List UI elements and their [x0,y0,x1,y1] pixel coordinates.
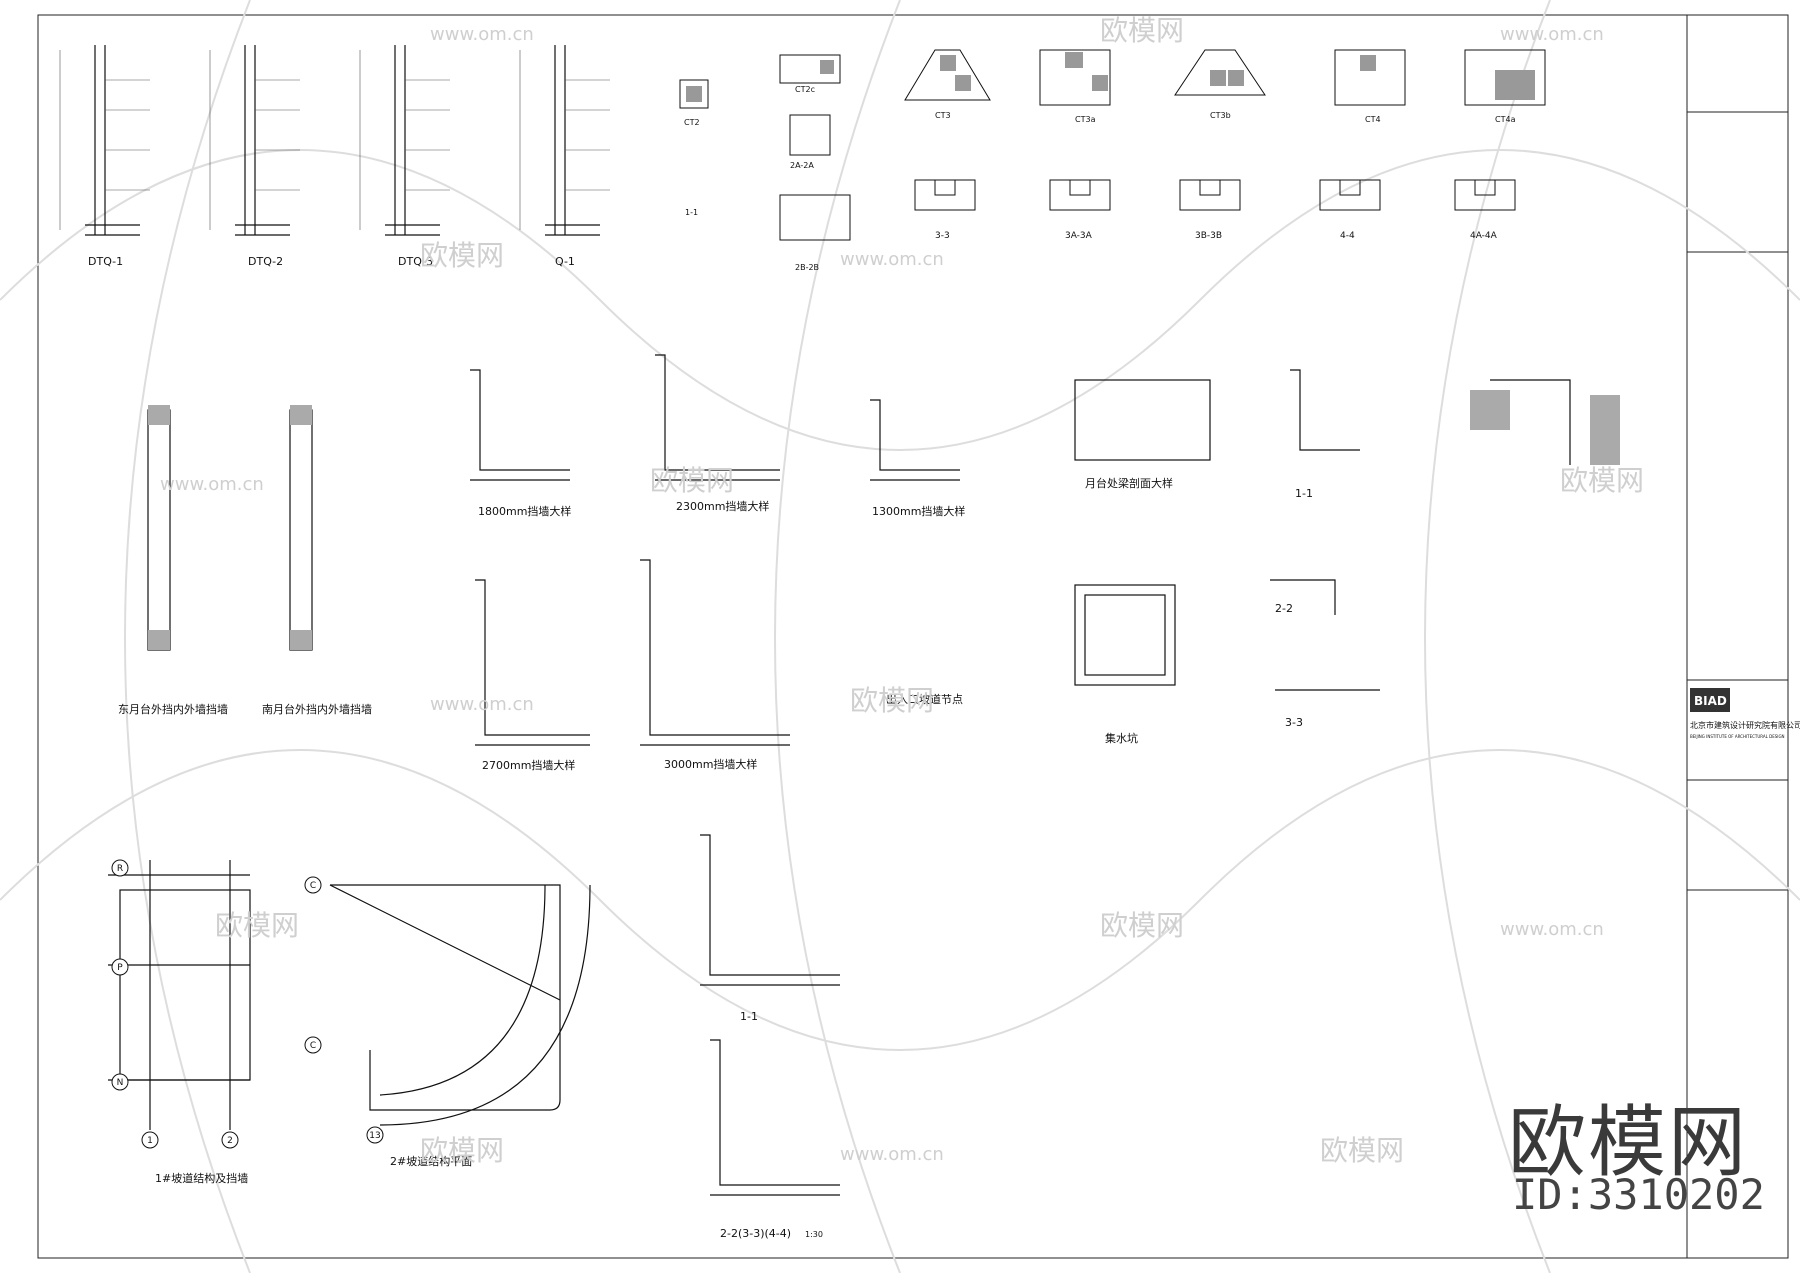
axis-13: 13 [369,1131,380,1141]
watermark-brand: 欧模网 [420,1134,504,1167]
label-wall2700: 2700mm挡墙大样 [482,758,575,772]
label-sec1: 1-1 [685,208,698,217]
label-dock: 出入口坡道节点 [886,692,963,706]
label-wall3000: 3000mm挡墙大样 [664,757,757,771]
watermark-brand: 欧模网 [1560,464,1644,497]
axis-p: P [117,963,123,973]
watermark-corner-brand: 欧模网 [1508,1098,1749,1188]
watermark-brand: 欧模网 [1320,1134,1404,1167]
label-wall2300: 2300mm挡墙大样 [676,499,769,513]
label-sec22a: 2-2 [1275,602,1293,615]
label-dtq2: DTQ-2 [248,255,283,268]
axis-c2: C [310,1041,316,1051]
watermark-site: www.om.cn [1500,919,1604,940]
label-sec11a: 1-1 [1295,487,1313,500]
watermark-brand: 欧模网 [1100,909,1184,942]
label-sec2a: 2A-2A [790,161,814,170]
titleblock-company-cn: 北京市建筑设计研究院有限公司 [1690,720,1800,730]
axis-2: 2 [227,1136,233,1146]
label-sec2b: 2B-2B [795,263,819,272]
axis-r: R [117,864,123,874]
watermark-site: www.om.cn [430,24,534,45]
label-q1: Q-1 [555,255,575,268]
label-pit: 集水坑 [1105,731,1138,745]
label-sec22b: 2-2(3-3)(4-4) [720,1227,791,1240]
label-dtq1: DTQ-1 [88,255,123,268]
watermark-site: www.om.cn [160,474,264,495]
label-wall1800: 1800mm挡墙大样 [478,504,571,518]
label-sec33a: 3-3 [1285,716,1303,729]
label-ct2: CT2 [684,118,700,127]
watermark-brand: 欧模网 [215,909,299,942]
label-ramp1: 1#坡道结构及挡墙 [155,1171,248,1185]
watermark-id: ID:3310202 [1512,1170,1765,1219]
axis-c1: C [310,881,316,891]
label-ct3: CT3 [935,111,951,120]
label-dtq3: DTQ-3 [398,255,433,268]
label-wall-east: 东月台外挡内外墙挡墙 [118,702,228,716]
label-s3b3b: 3B-3B [1195,231,1222,241]
watermark-brand: 欧模网 [420,239,504,272]
label-ramp2: 2#坡道结构平面 [390,1154,472,1168]
titleblock-company-en: BEIJING INSTITUTE OF ARCHITECTURAL DESIG… [1690,734,1785,739]
label-ct3a: CT3a [1075,115,1096,124]
label-s3a3a: 3A-3A [1065,231,1093,241]
label-ct3b: CT3b [1210,111,1231,120]
label-wall-west: 南月台外挡内外墙挡墙 [262,702,372,716]
label-s44: 4-4 [1340,231,1355,241]
watermark-brand: 欧模网 [850,684,934,717]
label-ct2c: CT2c [795,85,815,94]
label-platform: 月台处梁剖面大样 [1085,476,1173,490]
watermark-brand: 欧模网 [650,464,734,497]
label-scale: 1:30 [805,1230,823,1239]
label-ct4a: CT4a [1495,115,1516,124]
watermark-site: www.om.cn [840,1144,944,1165]
label-s33: 3-3 [935,231,950,241]
label-ct4: CT4 [1365,115,1381,124]
watermark-site: www.om.cn [430,694,534,715]
label-s4a4a: 4A-4A [1470,231,1498,241]
watermark-brand: 欧模网 [1100,14,1184,47]
watermark-site: www.om.cn [1500,24,1604,45]
axis-n: N [117,1078,124,1088]
axis-1: 1 [147,1136,153,1146]
label-wall1300: 1300mm挡墙大样 [872,504,965,518]
titleblock-logo: BIAD [1694,694,1727,708]
label-sec11b: 1-1 [740,1010,758,1023]
watermark-site: www.om.cn [840,249,944,270]
